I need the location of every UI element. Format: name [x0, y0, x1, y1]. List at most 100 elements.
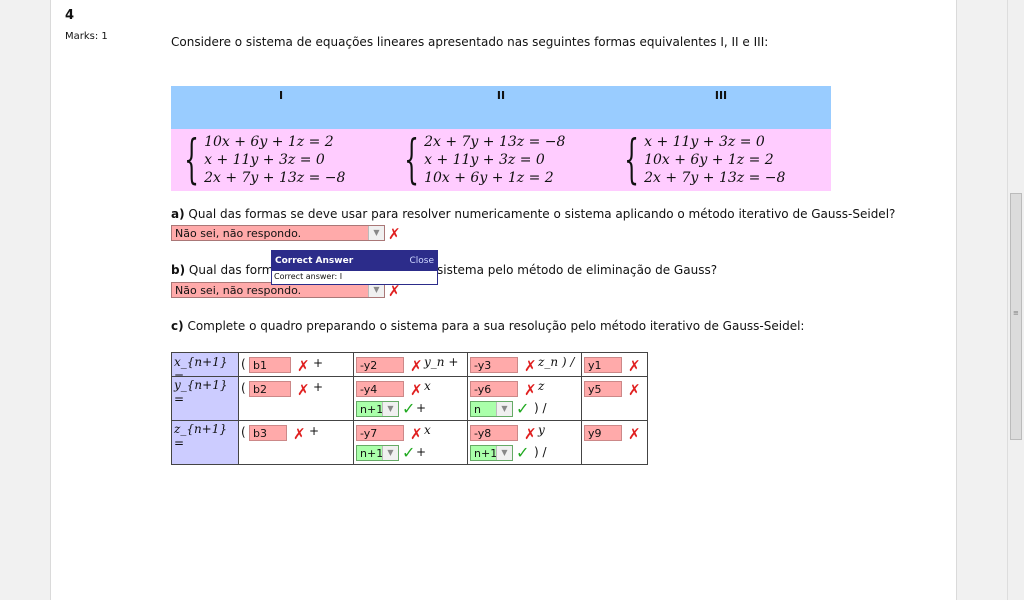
selected-value: n+1 — [360, 447, 384, 460]
cell: ( b2 ✗ + — [238, 376, 354, 421]
equation: 10x + 6y + 1z = 2 — [644, 152, 774, 168]
chevron-down-icon[interactable]: ▼ — [382, 446, 398, 460]
term: z — [538, 379, 545, 393]
term: z_n ) / — [538, 355, 575, 369]
cell: -y4 ✗ x n+1▼ ✓ + — [353, 376, 468, 421]
subscript-select[interactable]: n+1▼ — [356, 401, 399, 417]
vertical-scrollbar[interactable]: ≡ — [1007, 0, 1024, 600]
subscript-select[interactable]: n▼ — [470, 401, 513, 417]
input-y7[interactable]: -y7 — [356, 425, 404, 441]
part-a-selected-value: Não sei, não respondo. — [175, 227, 302, 240]
equation: 10x + 6y + 1z = 2 — [204, 134, 334, 150]
cell: -y6 ✗ z n▼ ✓ ) / — [467, 376, 582, 421]
cell: y5 ✗ — [581, 376, 648, 421]
cell: -y3 ✗ z_n ) / — [467, 352, 582, 377]
popup-close-button[interactable]: Close — [409, 256, 434, 266]
wrong-mark-icon: ✗ — [524, 425, 537, 443]
part-b-select[interactable]: Não sei, não respondo. ▼ — [171, 282, 385, 298]
chevron-down-icon[interactable]: ▼ — [496, 446, 512, 460]
input-b2[interactable]: b2 — [249, 381, 291, 397]
equivalent-forms-table: I II III { 10x + 6y + 1z = 2 x + 11y + 3… — [171, 86, 831, 191]
part-c-label: c) — [171, 319, 184, 333]
correct-answer-popup: Correct Answer Close Correct answer: I — [271, 250, 438, 285]
chevron-down-icon[interactable]: ▼ — [368, 283, 384, 297]
correct-mark-icon: ✓ — [516, 399, 530, 418]
open-paren: ( — [241, 357, 246, 371]
question-page: 4 Marks: 1 Considere o sistema de equaçõ… — [50, 0, 957, 600]
part-b-text-right: sistema pelo método de eliminação de Gau… — [437, 263, 718, 277]
subscript-select[interactable]: n+1▼ — [470, 445, 513, 461]
selected-value: n — [474, 403, 481, 416]
wrong-mark-icon: ✗ — [388, 225, 401, 243]
cell: y9 ✗ — [581, 420, 648, 465]
input-y9[interactable]: y9 — [584, 425, 622, 441]
cell: -y7 ✗ x n+1▼ ✓ + — [353, 420, 468, 465]
input-y2[interactable]: -y2 — [356, 357, 404, 373]
term: y — [538, 423, 545, 437]
equation: x + 11y + 3z = 0 — [644, 134, 765, 150]
close-paren-divide: ) / — [534, 445, 547, 459]
part-a-label: a) — [171, 207, 185, 221]
chevron-down-icon[interactable]: ▼ — [496, 402, 512, 416]
popup-body: Correct answer: I — [274, 272, 343, 281]
subscript-select[interactable]: n+1▼ — [356, 445, 399, 461]
wrong-mark-icon: ✗ — [297, 357, 310, 375]
gauss-seidel-grid: x_{n+1} = ( b1 ✗ + -y2 ✗ y_n + -y3 ✗ z_n… — [171, 352, 648, 465]
popup-header: Correct Answer Close — [272, 251, 437, 271]
equation: x + 11y + 3z = 0 — [424, 152, 545, 168]
input-y4[interactable]: -y4 — [356, 381, 404, 397]
form-system-1: { 10x + 6y + 1z = 2 x + 11y + 3z = 0 2x … — [171, 129, 391, 191]
input-y1[interactable]: y1 — [584, 357, 622, 373]
lhs-label: y_{n+1} = — [174, 378, 228, 406]
scrollbar-thumb[interactable]: ≡ — [1010, 193, 1022, 440]
part-a-select[interactable]: Não sei, não respondo. ▼ — [171, 225, 385, 241]
wrong-mark-icon: ✗ — [388, 282, 401, 300]
grip-icon: ≡ — [1013, 309, 1019, 317]
wrong-mark-icon: ✗ — [628, 425, 641, 443]
term: x — [424, 379, 431, 393]
question-marks: Marks: 1 — [65, 31, 108, 42]
part-a-question: a) Qual das formas se deve usar para res… — [171, 207, 895, 221]
selected-value: n+1 — [360, 403, 384, 416]
input-y6[interactable]: -y6 — [470, 381, 518, 397]
input-b3[interactable]: b3 — [249, 425, 287, 441]
form-header-2: II — [391, 86, 611, 129]
part-b-label: b) — [171, 263, 186, 277]
wrong-mark-icon: ✗ — [293, 425, 306, 443]
brace-icon: { — [624, 130, 639, 190]
brace-icon: { — [184, 130, 199, 190]
wrong-mark-icon: ✗ — [410, 381, 423, 399]
input-y5[interactable]: y5 — [584, 381, 622, 397]
wrong-mark-icon: ✗ — [524, 357, 537, 375]
form-header-1: I — [171, 86, 391, 129]
question-prompt: Considere o sistema de equações lineares… — [171, 35, 769, 49]
cell: ( b1 ✗ + — [238, 352, 354, 377]
wrong-mark-icon: ✗ — [410, 425, 423, 443]
input-y3[interactable]: -y3 — [470, 357, 518, 373]
wrong-mark-icon: ✗ — [297, 381, 310, 399]
cell: -y8 ✗ y n+1▼ ✓ ) / — [467, 420, 582, 465]
plus-sign: + — [313, 356, 324, 370]
part-b-selected-value: Não sei, não respondo. — [175, 284, 302, 297]
wrong-mark-icon: ✗ — [410, 357, 423, 375]
chevron-down-icon[interactable]: ▼ — [368, 226, 384, 240]
popup-title: Correct Answer — [275, 256, 354, 266]
selected-value: n+1 — [474, 447, 498, 460]
open-paren: ( — [241, 425, 246, 439]
term: x — [424, 423, 431, 437]
correct-mark-icon: ✓ — [402, 399, 416, 418]
plus-sign: + — [309, 424, 320, 438]
plus-sign: + — [416, 401, 427, 415]
chevron-down-icon[interactable]: ▼ — [382, 402, 398, 416]
lhs-z: z_{n+1} = — [171, 420, 239, 465]
part-b-text-left: Qual das formas — [188, 263, 288, 277]
part-c-text: Complete o quadro preparando o sistema p… — [187, 319, 805, 333]
input-b1[interactable]: b1 — [249, 357, 291, 373]
input-y8[interactable]: -y8 — [470, 425, 518, 441]
part-c-question: c) Complete o quadro preparando o sistem… — [171, 319, 804, 333]
wrong-mark-icon: ✗ — [628, 381, 641, 399]
cell: y1 ✗ — [581, 352, 648, 377]
brace-icon: { — [404, 130, 419, 190]
open-paren: ( — [241, 381, 246, 395]
equation: 2x + 7y + 13z = −8 — [424, 134, 566, 150]
